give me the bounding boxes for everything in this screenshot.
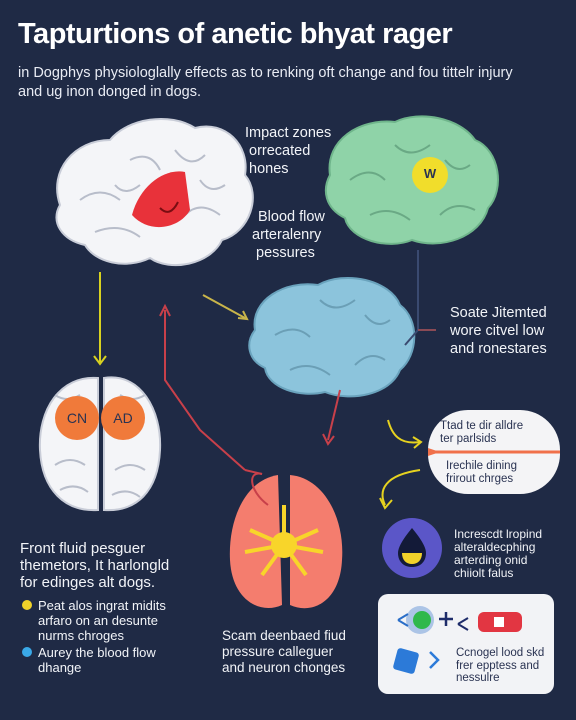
bullet-line: Aurey the blood flow — [38, 645, 156, 660]
bullet-line: arfaro on an desunte — [38, 613, 158, 628]
scam-label: Scam deenbaed fiud pressure calleguer an… — [222, 628, 382, 676]
legend-line: frer epptess and — [456, 659, 540, 672]
label-line: for edinges alt dogs. — [20, 574, 156, 591]
label-line: Front fluid pesguer — [20, 540, 146, 557]
increased-label: Increscdt lropind alteraldecphing arterd… — [454, 528, 569, 580]
blood-flow-label: Blood flow arteralenry pessures — [252, 208, 325, 262]
label-line: pressure calleguer — [222, 644, 334, 659]
lungs-illustration — [229, 475, 343, 609]
blood-note-graphic — [428, 410, 560, 494]
hemispheres-illustration — [38, 376, 162, 512]
label-line: hones — [249, 161, 289, 177]
impact-zones-label: Impact zones orrecated hones — [245, 124, 331, 178]
bullet-item: Peat alos ingrat midits arfaro on an des… — [22, 598, 222, 643]
label-line: pessures — [256, 245, 315, 261]
right-hemisphere-badge — [101, 396, 145, 440]
legend-text: Ccnogel lood skd frer epptess and nessul… — [456, 647, 552, 685]
white-brain-illustration — [55, 117, 254, 267]
bullet-line: nurms chroges — [38, 628, 124, 643]
legend-icons — [378, 594, 554, 694]
legend-line: Ccnogel lood skd — [456, 647, 545, 659]
left-hemisphere-badge — [55, 396, 99, 440]
blue-brain-illustration — [248, 277, 416, 398]
label-line: Soate Jitemted — [450, 305, 547, 321]
label-line: alteraldecphing — [454, 540, 536, 554]
page-title: Tapturtions of anetic bhyat rager — [18, 18, 453, 50]
arrow-white-to-blue — [202, 294, 246, 319]
arrow-blue-to-note — [387, 419, 421, 444]
arrow-red-down — [164, 310, 246, 471]
label-line: arterding onid — [454, 553, 528, 567]
bullet-list: Peat alos ingrat midits arfaro on an des… — [22, 598, 222, 675]
bullet-line: Peat alos ingrat midits — [38, 598, 166, 613]
label-line: Increscdt lropind — [454, 527, 543, 541]
left-hemisphere-badge-text: CN — [66, 410, 88, 426]
bullet-line: dhange — [38, 660, 82, 675]
note-line: Ttad te dir alldre — [440, 420, 524, 432]
label-line: orrecated — [249, 143, 311, 159]
front-fluid-label: Front fluid pesguer themetors, It harlon… — [20, 540, 220, 591]
note-line: Irechile dining — [446, 460, 517, 472]
bullet-item: Aurey the blood flow dhange — [22, 645, 222, 675]
label-line: Impact zones — [245, 125, 332, 141]
green-brain-badge-text: W — [423, 166, 437, 181]
impact-zone-marker — [132, 171, 190, 228]
blood-note-top: Ttad te dir alldre ter parlsids — [440, 420, 552, 446]
subtitle-line: in Dogphys physiologlally effects as to … — [18, 65, 513, 81]
right-hemisphere-badge-text: AD — [113, 410, 133, 426]
soate-label: Soate Jitemted wore citvel low and rones… — [450, 304, 547, 358]
label-line: chiiolt falus — [454, 566, 514, 580]
blue-dot-icon — [22, 647, 32, 657]
label-line: themetors, It harlongld — [20, 557, 170, 574]
yellow-dot-icon — [22, 600, 32, 610]
green-brain-badge — [412, 157, 448, 193]
subtitle-line: and ug inon donged in dogs. — [18, 84, 202, 100]
bullet-text: Aurey the blood flow dhange — [38, 645, 156, 675]
label-line: Blood flow — [258, 209, 325, 225]
note-line: ter parlsids — [440, 433, 497, 445]
label-line: Scam deenbaed fiud — [222, 628, 346, 643]
legend-line: nessulre — [456, 672, 500, 684]
green-brain-illustration — [324, 115, 499, 245]
page-subtitle: in Dogphys physiologlally effects as to … — [18, 64, 548, 102]
label-line: arteralenry — [252, 227, 322, 243]
blood-note-bottom: Irechile dining frirout chrges — [446, 460, 556, 486]
label-line: wore citvel low — [450, 323, 545, 339]
note-line: frirout chrges — [446, 473, 514, 485]
bullet-text: Peat alos ingrat midits arfaro on an des… — [38, 598, 166, 643]
drop-badge — [382, 518, 442, 578]
label-line: and ronestares — [450, 341, 547, 357]
label-line: and neuron chonges — [222, 660, 346, 675]
